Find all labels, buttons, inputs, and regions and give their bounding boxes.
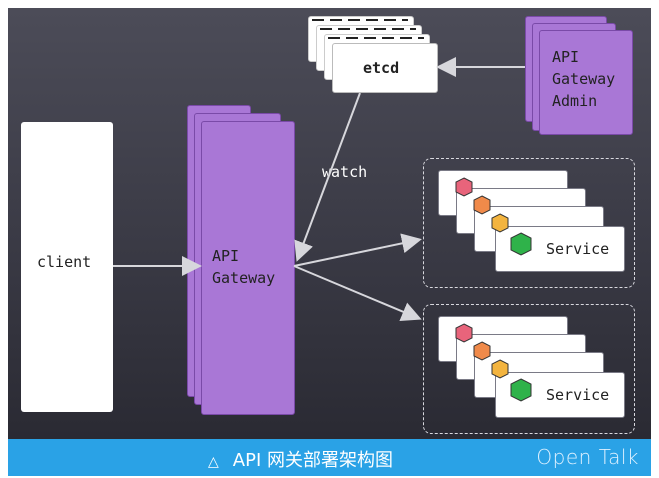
- hexagon-icon-red-2: [455, 323, 473, 343]
- admin-card-front: API Gateway Admin: [539, 30, 633, 135]
- hexagon-icon-yellow-2: [491, 359, 509, 379]
- service-label-top: Service: [546, 240, 610, 258]
- triangle-icon: △: [208, 454, 219, 470]
- client-label: client: [37, 253, 92, 271]
- service-group-bottom: [423, 304, 635, 434]
- brand-logo: Open Talk: [536, 445, 639, 469]
- etcd-card-front: etcd: [332, 43, 438, 93]
- hexagon-icons-top: [455, 177, 532, 256]
- diagram-canvas: client API Gateway etcd API Gateway Admi…: [8, 8, 651, 439]
- hexagon-icon-red: [455, 177, 473, 197]
- gateway-label-line2: Gateway: [212, 269, 276, 287]
- watch-label: watch: [322, 163, 368, 181]
- service-group-top: [423, 158, 635, 288]
- admin-label-line2: Gateway: [552, 70, 616, 88]
- arrow-gateway-to-services-bottom: [293, 265, 422, 322]
- arrows: [113, 57, 525, 322]
- admin-label-line1: API: [552, 48, 580, 66]
- etcd-label: etcd: [363, 59, 400, 77]
- gateway-label-line1: API: [212, 247, 240, 265]
- caption-text: △ API 网关部署架构图: [208, 446, 393, 472]
- caption-bar: △ API 网关部署架构图 Open Talk: [8, 439, 651, 476]
- hexagon-icon-orange: [473, 195, 491, 215]
- hexagon-icons-bottom: [455, 323, 532, 402]
- caption-title: API 网关部署架构图: [232, 450, 393, 471]
- admin-label-line3: Admin: [552, 92, 598, 110]
- arrow-gateway-to-services-top: [293, 233, 422, 267]
- etcd-card-dashes: [312, 19, 424, 39]
- hexagon-icon-yellow: [491, 213, 509, 233]
- hexagon-icon-green: [510, 232, 532, 256]
- arrow-etcd-to-gateway: [294, 92, 361, 262]
- client-box: client: [21, 122, 113, 412]
- service-label-bottom: Service: [546, 386, 610, 404]
- hexagon-icon-green-2: [510, 378, 532, 402]
- diagram-connectors: [113, 19, 532, 402]
- hexagon-icon-orange-2: [473, 341, 491, 361]
